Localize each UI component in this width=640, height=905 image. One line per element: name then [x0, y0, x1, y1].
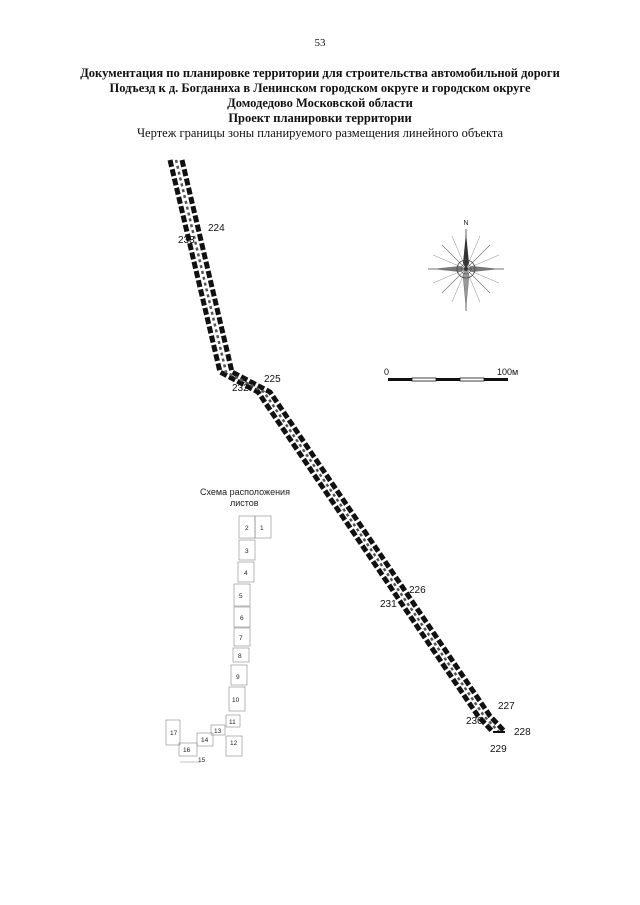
drawing-subtitle: Чертеж границы зоны планируемого размеще…: [136, 126, 504, 140]
scale-bar: 0 100м: [384, 367, 518, 382]
boundary-point-labels: 224 233 225 232 226 231 227 230 228 229: [178, 223, 531, 755]
sheet-label-3: 3: [245, 548, 249, 555]
scale-start-label: 0: [384, 367, 389, 377]
zone-boundary-left: [167, 159, 495, 734]
scheme-title-line-2: листов: [230, 498, 259, 508]
sheet-label-13: 13: [214, 728, 222, 735]
sheet-label-12: 12: [230, 740, 238, 747]
sheet-label-1: 1: [260, 525, 264, 532]
sheet-frame-17: [165, 719, 181, 746]
page-number: 53: [314, 37, 326, 49]
road-zone: [167, 159, 507, 734]
sheet-frame-6: [233, 606, 251, 628]
sheet-label-14: 14: [201, 737, 209, 744]
sheet-label-15: 15: [198, 757, 206, 764]
sheet-frame-16: [178, 742, 198, 757]
zone-centerline: [174, 159, 500, 733]
sheet-frame-7: [233, 627, 251, 647]
scale-end-label: 100м: [497, 367, 518, 377]
scheme-title-line-1: Схема расположения: [200, 487, 290, 497]
sheet-frame-9: [230, 664, 248, 686]
sheet-label-4: 4: [244, 570, 248, 577]
point-label-233: 233: [178, 235, 195, 246]
sheet-label-5: 5: [239, 593, 243, 600]
sheet-frame-13: [210, 724, 226, 736]
sheet-frame-12: [225, 735, 243, 757]
sheet-frame-11: [225, 714, 241, 728]
title-block: Документация по планировке территории дл…: [20, 66, 620, 141]
sheet-frame-5: [233, 583, 251, 607]
sheet-label-9: 9: [236, 674, 240, 681]
sheet-label-16: 16: [183, 747, 191, 754]
zone-boundary-right: [179, 159, 507, 734]
sheet-frame-3: [238, 539, 256, 561]
point-label-224: 224: [208, 223, 225, 234]
sheet-frame-10: [228, 686, 246, 712]
sheet-frame-8: [232, 647, 250, 663]
sheet-label-6: 6: [240, 615, 244, 622]
title-line-4: Проект планировки территории: [228, 111, 412, 125]
title-line-1: Документация по планировке территории дл…: [80, 66, 560, 80]
point-label-227: 227: [498, 701, 515, 712]
point-label-232: 232: [232, 383, 249, 394]
sheet-frame-4: [237, 561, 255, 583]
title-line-3: Домодедово Московской области: [227, 96, 413, 110]
point-label-230: 230: [466, 716, 483, 727]
sheet-label-17: 17: [170, 730, 178, 737]
point-label-228: 228: [514, 727, 531, 738]
point-label-229: 229: [490, 744, 507, 755]
point-label-231: 231: [380, 599, 397, 610]
sheet-layout-scheme: Схема расположения листов 1 2 3 4 5 6: [165, 487, 290, 764]
sheet-label-8: 8: [238, 653, 242, 660]
point-label-226: 226: [409, 585, 426, 596]
sheet-label-7: 7: [239, 635, 243, 642]
sheet-label-2: 2: [245, 525, 249, 532]
compass-rose-icon: N: [428, 220, 504, 311]
title-line-2: Подъезд к д. Богданиха в Ленинском город…: [109, 81, 531, 95]
sheet-label-11: 11: [229, 719, 236, 726]
sheet-frame-2: [238, 515, 256, 539]
sheet-label-10: 10: [232, 697, 240, 704]
north-label: N: [464, 220, 469, 227]
sheet-frame-14: [196, 732, 214, 747]
point-label-225: 225: [264, 374, 281, 385]
